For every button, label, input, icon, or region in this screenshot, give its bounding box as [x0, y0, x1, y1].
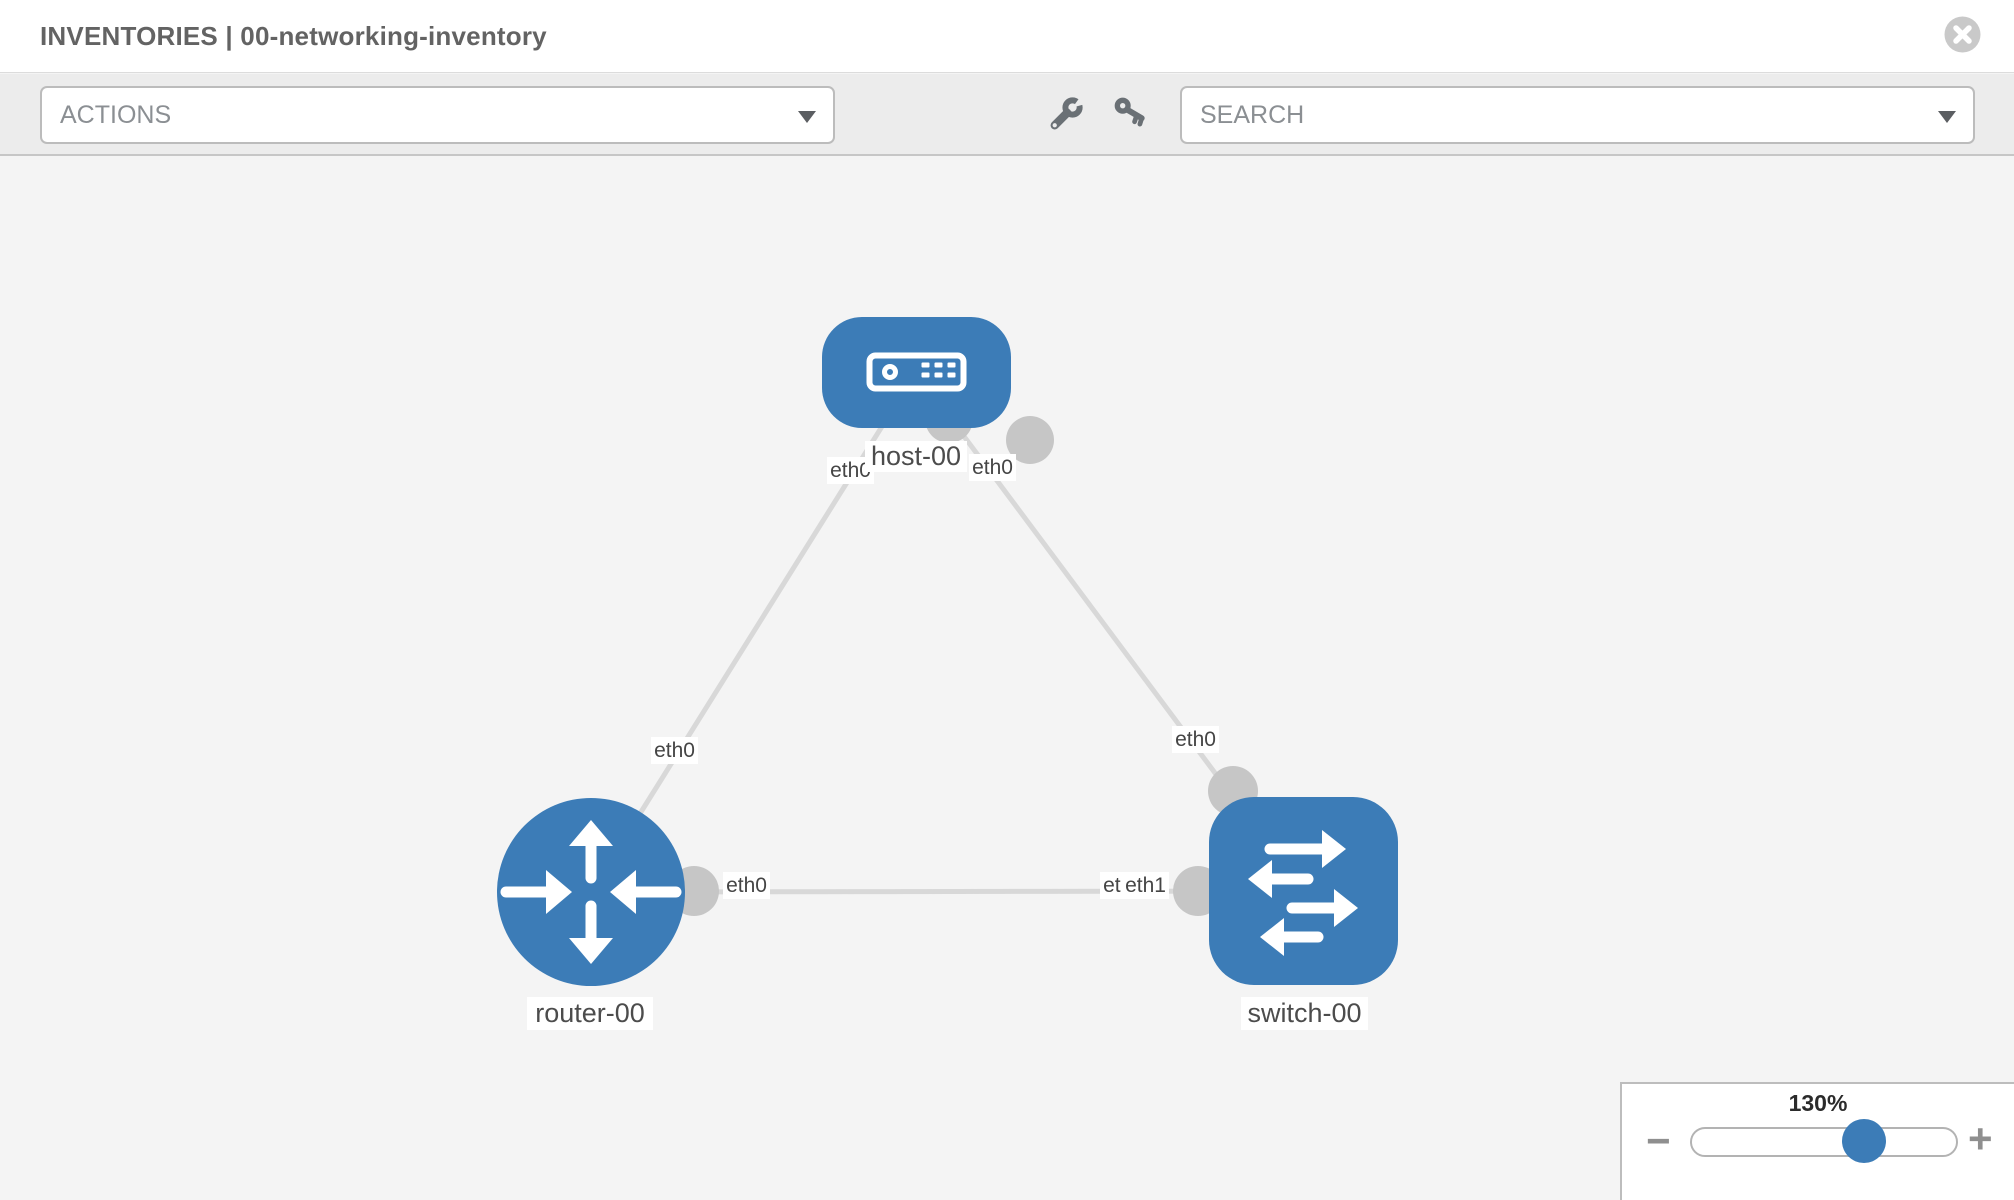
zoom-in-button[interactable]: +	[1968, 1115, 1993, 1162]
chevron-down-icon	[1938, 111, 1956, 123]
zoom-slider-handle[interactable]	[1842, 1119, 1886, 1163]
key-button[interactable]	[1110, 94, 1152, 136]
page-title: INVENTORIES | 00-networking-inventory	[40, 21, 547, 51]
iface-label-text: eth0	[972, 456, 1013, 479]
wrench-icon	[1050, 96, 1086, 129]
node-label-text: host-00	[871, 441, 961, 471]
node-router[interactable]	[497, 798, 685, 986]
iface-label-text: eth1	[1125, 874, 1166, 897]
router-node-shape[interactable]	[497, 798, 685, 986]
node-label-text: router-00	[535, 998, 645, 1028]
zoom-level: 130%	[1788, 1090, 1848, 1116]
iface-label: eth0	[1172, 726, 1219, 753]
close-button[interactable]	[1944, 16, 1981, 53]
node-host[interactable]	[822, 317, 1011, 428]
toolbar: ACTIONS SEARCH	[0, 74, 2014, 156]
iface-label: eth0	[723, 872, 770, 899]
search-dropdown[interactable]: SEARCH	[1180, 86, 1975, 144]
iface-label-text: eth0	[1175, 728, 1216, 751]
key-icon	[1114, 97, 1145, 126]
iface-label-text: eth0	[830, 459, 871, 482]
iface-label-text: eth0	[654, 739, 695, 762]
search-placeholder: SEARCH	[1200, 100, 1305, 129]
header: INVENTORIES | 00-networking-inventory	[0, 0, 2014, 73]
close-icon	[1944, 16, 1981, 53]
configure-button[interactable]	[1045, 94, 1087, 136]
node-switch[interactable]	[1209, 797, 1398, 985]
host-icon	[866, 352, 967, 392]
host-node-shape[interactable]	[822, 317, 1011, 428]
node-label: switch-00	[1241, 997, 1368, 1030]
chevron-down-icon	[798, 111, 816, 123]
zoom-slider[interactable]	[1690, 1119, 1958, 1163]
zoom-out-button[interactable]: −	[1646, 1117, 1671, 1164]
node-label-text: switch-00	[1247, 998, 1361, 1028]
iface-label: eth1	[1122, 872, 1169, 899]
switch-node-shape[interactable]	[1209, 797, 1398, 985]
node-label: router-00	[527, 997, 653, 1030]
switch-icon	[1248, 830, 1358, 956]
iface-label: eth0	[969, 454, 1016, 481]
router-icon	[500, 820, 682, 964]
actions-dropdown-label: ACTIONS	[60, 100, 172, 129]
iface-label-text: eth0	[726, 874, 767, 897]
node-label: host-00	[865, 441, 967, 472]
iface-label: eth0	[651, 737, 698, 764]
actions-dropdown[interactable]: ACTIONS	[40, 86, 835, 144]
interface-port[interactable]	[1006, 416, 1054, 464]
zoom-panel: 130% − +	[1620, 1082, 2014, 1200]
